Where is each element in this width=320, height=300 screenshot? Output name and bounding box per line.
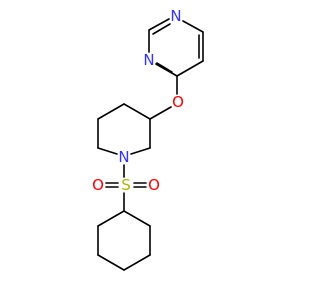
molecule-structure: N N O N S O O [92,7,204,271]
bond-c2-n1 [148,18,170,31]
bond-c4-n2-inner [156,62,173,73]
bond-c5-c4 [176,60,204,77]
bond-o1-c3 [149,106,172,120]
atom-n3: N [118,148,129,166]
bond-n1-c6 [182,20,204,33]
atom-n1: N [170,7,181,25]
bond-c2-n1-inner [152,23,171,35]
atom-o3: O [148,176,160,194]
bond-c4-c3 [123,103,151,120]
bond-cy-1 [123,210,151,227]
bond-lines [97,18,204,271]
bond-c4-n2 [155,63,178,77]
atom-o2: O [92,176,104,194]
atom-s1: S [121,176,131,194]
atom-labels: N N O N S O O [92,7,184,194]
bond-cy-6 [97,210,125,227]
bond-cy-3 [123,254,151,271]
molecule-diagram: N N O N S O O [92,7,204,271]
bond-c2-n3 [130,147,151,155]
atom-n2: N [143,51,154,69]
bond-n3-c6 [97,147,118,155]
atom-o1: O [172,93,184,111]
bond-cy-4 [97,254,125,271]
bond-c5-c4 [97,103,125,120]
